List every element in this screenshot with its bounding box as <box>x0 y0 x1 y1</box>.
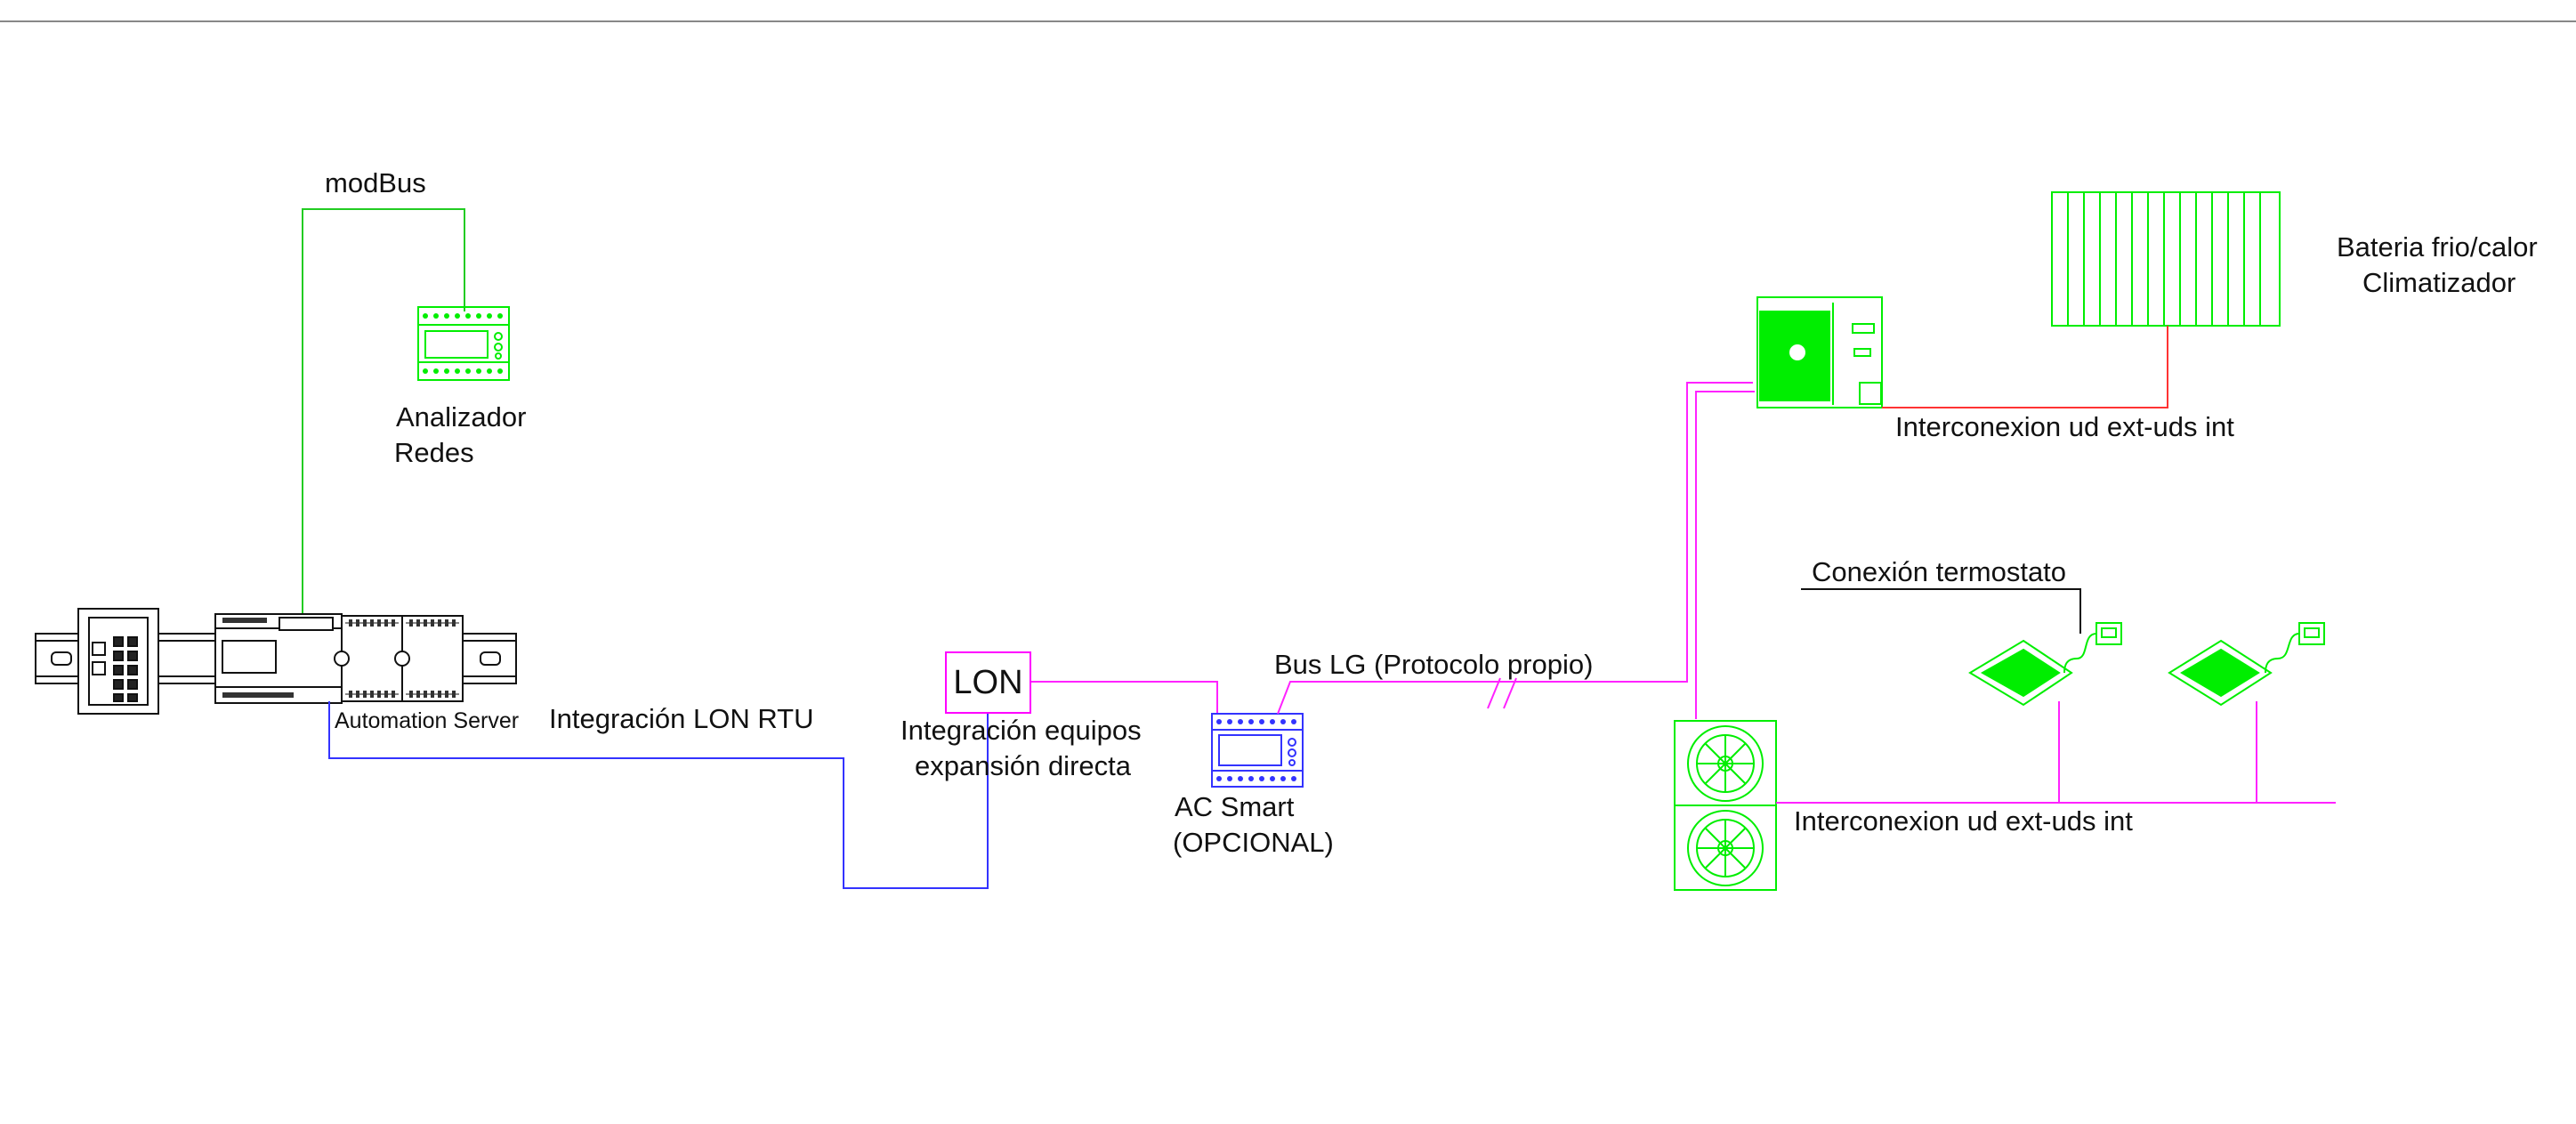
outdoor-unit-icon <box>1756 296 1883 408</box>
modbus-label: modBus <box>325 167 426 198</box>
refrigerant-wire <box>1882 326 2168 408</box>
coil-icon <box>2051 191 2281 327</box>
bateria-label-line1: Bateria frio/calor <box>2337 231 2538 263</box>
cassette-icon <box>1968 639 2073 707</box>
termostato-leader <box>1801 588 2081 634</box>
lon-label: LON <box>953 663 1023 701</box>
conexion-termostato-label: Conexión termostato <box>1812 556 2067 587</box>
ac-smart-label-line2: (OPCIONAL) <box>1173 827 1334 858</box>
lon-gateway-box: LON <box>945 651 1031 714</box>
switch-icon <box>77 608 159 715</box>
lg-bus-wire <box>1277 382 1753 715</box>
bus-lg-label: Bus LG (Protocolo propio) <box>1274 649 1594 680</box>
fan-unit-icon <box>1674 720 1777 891</box>
lon-to-acsmart-wire <box>1031 681 1218 714</box>
analyzer-icon <box>417 306 510 381</box>
ac-smart-label-line1: AC Smart <box>1175 791 1295 822</box>
touch-controller-icon <box>1211 713 1304 788</box>
thermostat-icon <box>2298 622 2325 645</box>
bus-break-mark-1 <box>1487 677 1501 709</box>
cassette-icon <box>2168 639 2273 707</box>
integracion-lon-rtu-label: Integración LON RTU <box>549 703 814 734</box>
interconexion-top-label: Interconexion ud ext-uds int <box>1895 411 2234 442</box>
analizador-label-line2: Redes <box>394 437 474 468</box>
integracion-equipos-label-line2: expansión directa <box>915 750 1131 781</box>
lon-rtu-wire <box>328 701 989 889</box>
thermostat-cable-2 <box>2265 633 2300 674</box>
thermostat-cable-1 <box>2063 633 2097 674</box>
bus-break-mark-2 <box>1503 677 1517 709</box>
lg-bus-to-fan-wire <box>1695 391 1755 719</box>
modbus-wire <box>302 208 465 614</box>
thermostat-icon <box>2096 622 2122 645</box>
bateria-label-line2: Climatizador <box>2362 267 2516 298</box>
interconexion-bottom-label: Interconexion ud ext-uds int <box>1794 805 2133 837</box>
automation-server-label: Automation Server <box>335 708 520 733</box>
controller-icon <box>214 613 464 704</box>
analizador-label-line1: Analizador <box>396 401 527 433</box>
integracion-equipos-label-line1: Integración equipos <box>900 715 1142 746</box>
